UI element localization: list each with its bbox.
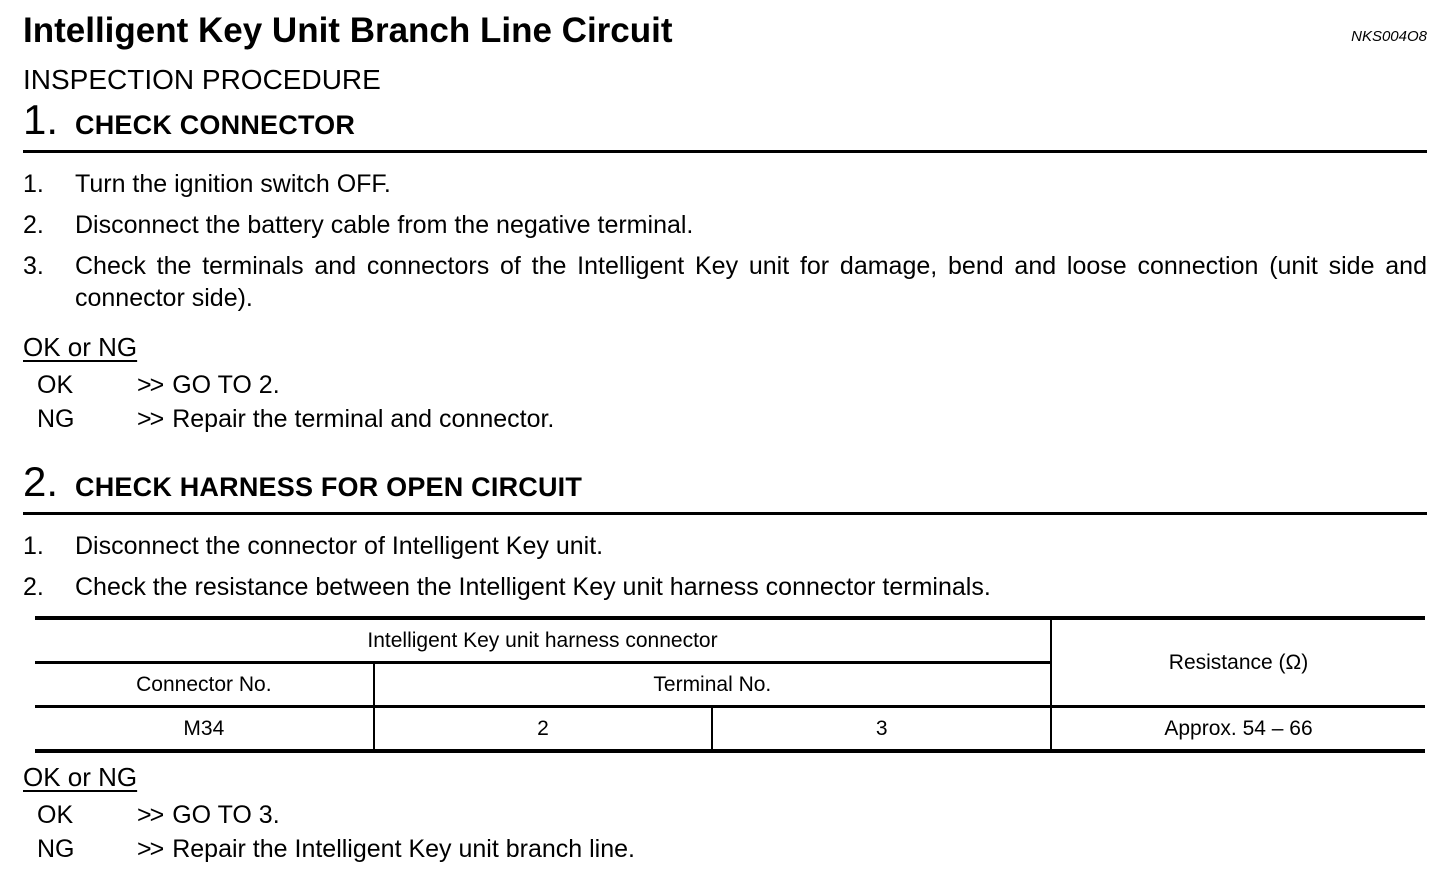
result-row: NG >> Repair the terminal and connector.	[23, 403, 1427, 435]
step-number: 3.	[23, 252, 44, 280]
cell-terminal-2: 3	[711, 705, 1052, 753]
section-1-results: OK >> GO TO 2. NG >> Repair the terminal…	[23, 369, 1427, 435]
result-label: OK	[37, 371, 74, 399]
table-group-header: Intelligent Key unit harness connector	[35, 616, 1052, 664]
step: 2. Check the resistance between the Inte…	[23, 571, 1427, 603]
resistance-spec-table: Intelligent Key unit harness connector R…	[35, 616, 1425, 753]
result-action: Repair the Intelligent Key unit branch l…	[172, 835, 635, 863]
step-text: Disconnect the battery cable from the ne…	[75, 211, 694, 239]
section-2-rule	[23, 512, 1427, 515]
result-label: OK	[37, 801, 74, 829]
col-header-terminal: Terminal No.	[372, 661, 1051, 708]
step: 1. Disconnect the connector of Intellige…	[23, 530, 1427, 562]
result-row: OK >> GO TO 2.	[23, 369, 1427, 401]
decision-label: OK or NG	[23, 332, 138, 362]
col-header-resistance: Resistance (Ω)	[1050, 616, 1425, 708]
cell-connector-no: M34	[35, 705, 375, 753]
section-2-header: 2. CHECK HARNESS FOR OPEN CIRCUIT	[23, 459, 1427, 505]
result-label: NG	[37, 405, 75, 433]
section-2-steps: 1. Disconnect the connector of Intellige…	[23, 530, 1427, 603]
step-number: 1.	[23, 532, 44, 560]
step-text: Turn the ignition switch OFF.	[75, 170, 391, 198]
cell-terminal-1: 2	[372, 705, 714, 753]
step-text: Check the resistance between the Intelli…	[75, 573, 991, 601]
decision-label: OK or NG	[23, 762, 138, 792]
result-row: OK >> GO TO 3.	[23, 799, 1427, 831]
header: Intelligent Key Unit Branch Line Circuit…	[23, 10, 1427, 52]
step: 3. Check the terminals and connectors of…	[23, 250, 1427, 314]
step: 1. Turn the ignition switch OFF.	[23, 168, 1427, 200]
step-text: Check the terminals and connectors of th…	[75, 252, 1427, 312]
result-action: Repair the terminal and connector.	[172, 405, 555, 433]
table-group-header-row: Intelligent Key unit harness connector R…	[35, 616, 1425, 708]
result-action: GO TO 3.	[172, 801, 280, 829]
doc-code: NKS004O8	[1351, 28, 1427, 45]
section-1-number: 1.	[23, 96, 59, 143]
page-title: Intelligent Key Unit Branch Line Circuit	[23, 11, 673, 50]
result-action: GO TO 2.	[172, 371, 280, 399]
step-number: 2.	[23, 573, 44, 601]
result-label: NG	[37, 835, 75, 863]
section-2-results: OK >> GO TO 3. NG >> Repair the Intellig…	[23, 799, 1427, 865]
step-number: 2.	[23, 211, 44, 239]
section-1-header: 1. CHECK CONNECTOR	[23, 97, 1427, 143]
result-marker: >>	[137, 801, 164, 829]
result-marker: >>	[137, 371, 164, 399]
col-header-connector: Connector No.	[35, 661, 375, 708]
result-marker: >>	[137, 405, 164, 433]
table-data-row: M34 2 3 Approx. 54 – 66	[35, 705, 1425, 753]
step: 2. Disconnect the battery cable from the…	[23, 209, 1427, 241]
table-column-header-row: Connector No. Terminal No.	[35, 661, 1425, 708]
cell-resistance: Approx. 54 – 66	[1050, 705, 1425, 753]
section-1-heading: CHECK CONNECTOR	[75, 110, 356, 140]
step-number: 1.	[23, 170, 44, 198]
result-row: NG >> Repair the Intelligent Key unit br…	[23, 833, 1427, 865]
section-1-steps: 1. Turn the ignition switch OFF. 2. Disc…	[23, 168, 1427, 314]
section-2-heading: CHECK HARNESS FOR OPEN CIRCUIT	[75, 472, 583, 502]
subtitle: INSPECTION PROCEDURE	[23, 64, 381, 95]
result-marker: >>	[137, 835, 164, 863]
step-text: Disconnect the connector of Intelligent …	[75, 532, 604, 560]
section-2-number: 2.	[23, 458, 59, 505]
section-1-rule	[23, 150, 1427, 153]
